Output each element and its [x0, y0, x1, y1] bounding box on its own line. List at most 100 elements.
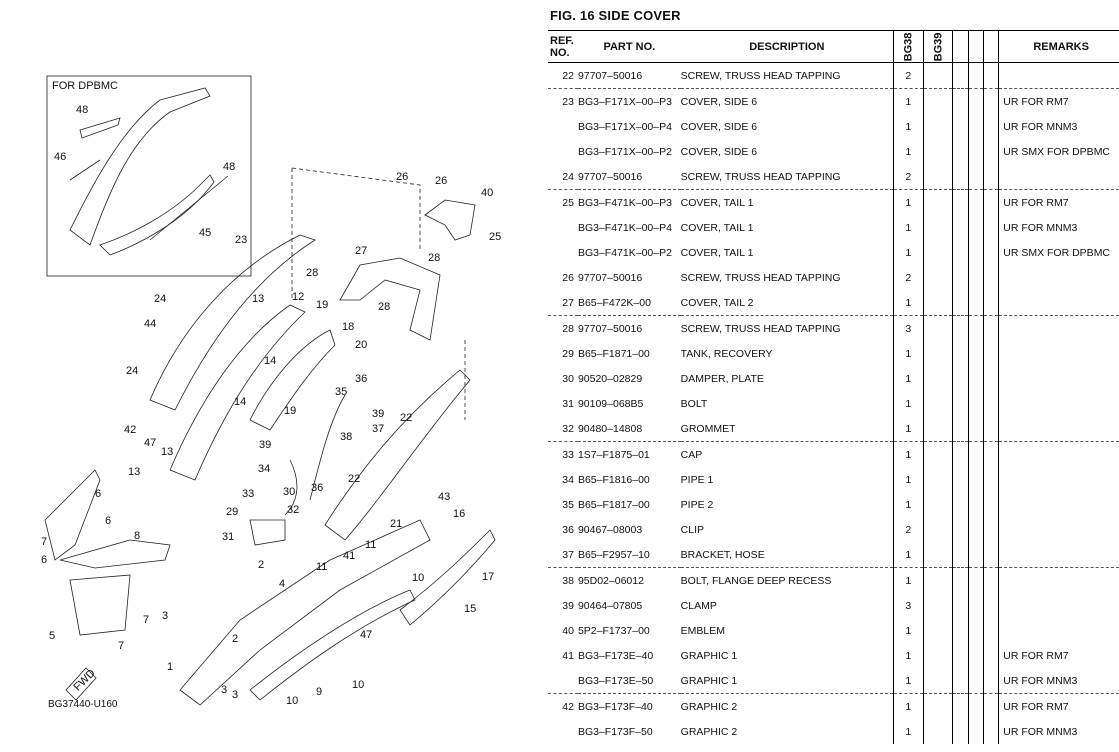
blank-cell [982, 62, 999, 89]
quantity-cell: 1 [892, 88, 924, 114]
parts-table: REF.NO. PART NO. DESCRIPTION BG38 BG39 R… [548, 30, 1119, 744]
quantity-cell: 1 [892, 542, 924, 568]
blank-cell [967, 189, 984, 215]
header-blank-1 [952, 30, 969, 63]
header-description: DESCRIPTION [680, 30, 894, 63]
description-cell: GROMMET [680, 422, 736, 435]
blank-cell [967, 391, 984, 416]
ref-cell [548, 215, 578, 240]
part-number-cell: 97707–50016 [577, 271, 643, 284]
blank-cell [952, 593, 969, 618]
callout-label: 18 [342, 321, 354, 333]
remarks-cell: UR FOR RM7 [998, 189, 1119, 215]
remarks-cell: UR FOR MNM3 [998, 719, 1119, 744]
description-cell: CLAMP [680, 599, 717, 612]
remarks-cell: UR FOR RM7 [998, 643, 1119, 668]
quantity-cell: 2 [892, 164, 924, 190]
header-model-2: BG39 [922, 30, 953, 63]
blank-cell [967, 441, 984, 467]
callout-label: 46 [54, 151, 66, 163]
callout-label: 9 [316, 686, 322, 698]
callout-label: 14 [234, 396, 246, 408]
callout-label: 33 [242, 488, 254, 500]
callout-label: 5 [49, 630, 55, 642]
callout-label: 13 [128, 466, 140, 478]
part-number-cell: B65–F1817–00 [577, 498, 650, 511]
blank-cell [952, 114, 969, 139]
callout-label: 37 [372, 423, 384, 435]
callout-label: 11 [316, 561, 327, 573]
inset-label: FOR DPBMC [52, 80, 118, 92]
model-2-cell [922, 593, 953, 618]
remarks-cell [998, 567, 1119, 593]
callout-label: 7 [41, 536, 47, 548]
description-cell: SCREW, TRUSS HEAD TAPPING [680, 170, 841, 183]
quantity-cell: 3 [892, 593, 924, 618]
description-cell: PIPE 2 [680, 498, 714, 511]
blank-cell [952, 567, 969, 593]
remarks-cell [998, 492, 1119, 517]
ref-cell: 38 [548, 567, 578, 593]
callout-label: 32 [287, 504, 299, 516]
model-2-cell [922, 366, 953, 391]
blank-cell [967, 643, 984, 668]
callout-label: 28 [428, 252, 440, 264]
callout-label: 2 [258, 559, 264, 571]
blank-cell [982, 467, 999, 492]
blank-cell [952, 240, 969, 265]
blank-cell [952, 265, 969, 290]
callout-label: 2 [232, 633, 238, 645]
callout-label: 27 [355, 245, 367, 257]
part-number-cell: 5P2–F1737–00 [577, 624, 650, 637]
remarks-cell [998, 265, 1119, 290]
callout-label: 13 [252, 293, 264, 305]
description-cell: COVER, SIDE 6 [680, 145, 758, 158]
header-part-no: PART NO. [577, 30, 681, 63]
callout-label: 15 [464, 603, 476, 615]
model-2-cell [922, 189, 953, 215]
front-panel-6 [44, 469, 101, 561]
callout-label: 28 [306, 267, 318, 279]
quantity-cell: 1 [892, 391, 924, 416]
part-number-cell: 97707–50016 [577, 170, 643, 183]
blank-cell [967, 416, 984, 442]
ref-cell: 26 [562, 271, 574, 284]
blank-cell [982, 542, 999, 568]
model-2-cell [922, 139, 953, 164]
inner-panel-18 [249, 329, 336, 431]
pipe-35 [309, 394, 346, 501]
remarks-cell: UR FOR MNM3 [998, 668, 1119, 694]
blank-cell [952, 467, 969, 492]
description-cell: COVER, TAIL 1 [680, 189, 894, 215]
callout-label: 19 [284, 405, 296, 417]
ref-cell [548, 668, 578, 694]
remarks-cell [998, 341, 1119, 366]
tail-cover-27 [339, 257, 441, 341]
blank-cell [982, 366, 999, 391]
part-number-cell: BG3–F171X–00–P2 [577, 145, 672, 158]
callout-label: 20 [355, 339, 367, 351]
exploded-parts-diagram: FOR DPBMC BG37440-U160 FWD 48 46 48 45 2… [0, 0, 540, 752]
blank-cell [982, 668, 999, 694]
callout-label: 41 [343, 550, 355, 562]
model-2-cell [922, 618, 953, 643]
callout-label: 26 [435, 175, 447, 187]
callout-labels: 48 46 48 45 23 26 26 40 25 27 28 28 24 1… [41, 104, 501, 707]
blank-cell [952, 215, 969, 240]
ref-cell: 37 [562, 548, 574, 561]
part-number-cell: BG3–F471K–00–P2 [577, 246, 672, 259]
inset-lower-cover [99, 174, 215, 256]
ref-cell [548, 719, 578, 744]
part-number-cell: B65–F2957–10 [577, 548, 650, 561]
ref-cell [548, 114, 578, 139]
description-cell: COVER, TAIL 2 [680, 296, 754, 309]
callout-label: 11 [365, 539, 376, 551]
blank-cell [952, 693, 969, 719]
